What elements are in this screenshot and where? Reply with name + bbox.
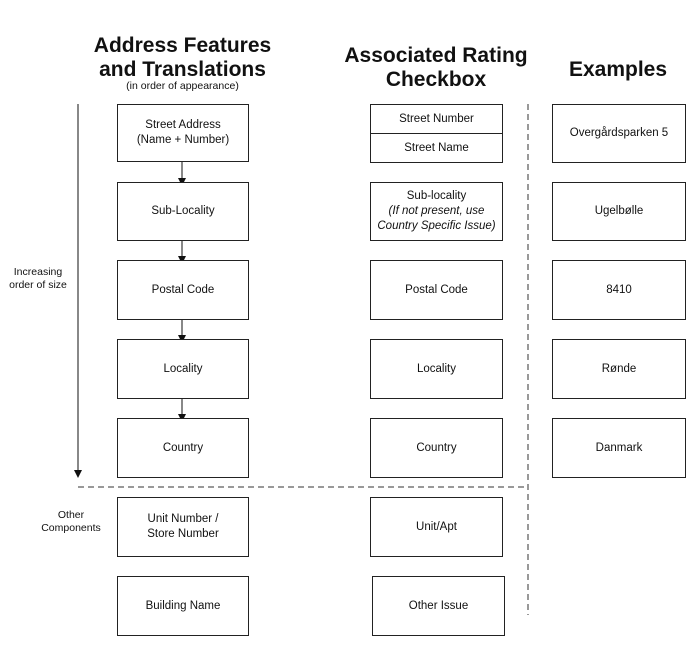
examples-heading: Examples <box>568 58 668 81</box>
example-country: Danmark <box>552 418 686 478</box>
feature-label: Postal Code <box>151 283 215 296</box>
checkbox-label: Postal Code <box>405 283 468 296</box>
feature-street-address: Street Address (Name + Number) <box>117 104 249 162</box>
features-order-note: (in order of appearance) <box>126 80 239 92</box>
checkbox-label: Other Issue <box>408 599 469 612</box>
checkbox-label-note: (If not present, use Country Specific Is… <box>377 205 496 232</box>
checkbox-other-issue: Other Issue <box>372 576 505 636</box>
feature-unit-number: Unit Number / Store Number <box>117 497 249 557</box>
checkbox-label: Country <box>416 441 457 454</box>
feature-label: Street Address <box>145 119 221 131</box>
example-value: Rønde <box>601 362 637 375</box>
feature-label: Unit Number / <box>147 513 219 525</box>
example-sub-locality: Ugelbølle <box>552 182 686 241</box>
feature-label: Locality <box>163 362 203 375</box>
feature-label: Sub-Locality <box>151 205 215 217</box>
checkbox-heading: Associated Rating Checkbox <box>344 44 528 91</box>
example-street-address: Overgårdsparken 5 <box>552 104 686 163</box>
feature-label-note: (Name + Number) <box>136 134 230 146</box>
checkbox-label: Sub-locality <box>406 190 467 202</box>
feature-sub-locality: Sub-Locality <box>117 182 249 241</box>
feature-postal-code: Postal Code <box>117 260 249 320</box>
feature-country: Country <box>117 418 249 478</box>
checkbox-label: Unit/Apt <box>416 520 457 533</box>
example-value: Ugelbølle <box>594 205 644 217</box>
checkbox-locality: Locality <box>370 339 503 399</box>
checkbox-country: Country <box>370 418 503 478</box>
feature-label-line2: Store Number <box>147 528 219 540</box>
checkbox-unit-apt: Unit/Apt <box>370 497 503 557</box>
checkbox-label: Street Name <box>404 141 469 154</box>
feature-building-name: Building Name <box>117 576 249 636</box>
checkbox-label: Locality <box>417 362 456 375</box>
checkbox-street-number: Street Number <box>370 104 503 134</box>
other-components-label: Other Components <box>41 509 101 534</box>
feature-locality: Locality <box>117 339 249 399</box>
checkbox-sub-locality: Sub-locality (If not present, use Country… <box>370 182 503 241</box>
example-value: 8410 <box>606 283 632 296</box>
example-postal-code: 8410 <box>552 260 686 320</box>
checkbox-street-name: Street Name <box>370 133 503 163</box>
feature-label: Building Name <box>145 599 221 612</box>
size-order-label: Increasing order of size <box>9 266 67 291</box>
example-value: Danmark <box>595 441 643 454</box>
features-heading: Address Features and Translations <box>93 34 272 81</box>
example-locality: Rønde <box>552 339 686 399</box>
example-value: Overgårdsparken 5 <box>569 127 669 139</box>
checkbox-postal-code: Postal Code <box>370 260 503 320</box>
checkbox-label: Street Number <box>399 112 474 125</box>
feature-label: Country <box>162 441 204 454</box>
